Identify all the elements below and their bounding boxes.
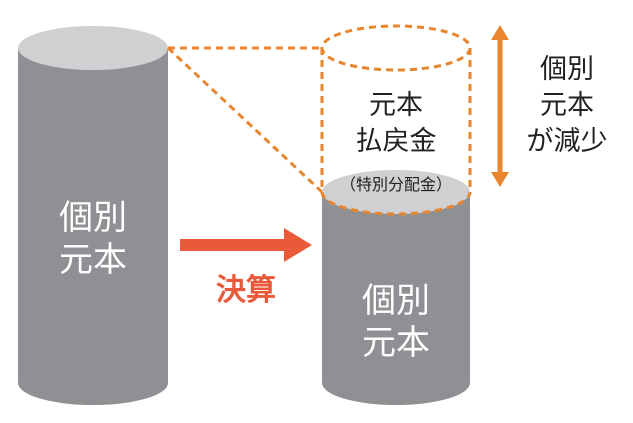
refund-label-line2: 払戻金: [356, 126, 437, 157]
refund-label-line1: 元本: [369, 90, 423, 121]
right-cylinder-label-line2: 元本: [362, 323, 430, 363]
left-cylinder-label-line1: 個別: [59, 198, 127, 238]
left-cylinder-top: [18, 26, 168, 70]
right-cylinder-top: [322, 170, 470, 214]
guide-lines: [166, 46, 324, 194]
decrease-note-line2: 元本: [540, 90, 594, 121]
double-vertical-arrow-icon: [491, 25, 509, 187]
right-cylinder: 個別 元本: [322, 170, 470, 405]
decrease-arrow-head-down: [491, 172, 509, 187]
arrow-head: [284, 228, 312, 262]
left-cylinder-body: [18, 48, 168, 405]
left-cylinder-label-line2: 元本: [59, 240, 127, 280]
ghost-cylinder-bottom-arc: [320, 191, 472, 216]
decrease-note-line1: 個別: [540, 54, 594, 85]
right-arrow-icon: [180, 228, 312, 262]
decrease-note-line3: が減少: [527, 126, 608, 157]
decrease-indicator: 個別 元本 が減少: [491, 25, 608, 187]
decrease-arrow-head-up: [491, 25, 509, 40]
right-cylinder-label-line1: 個別: [362, 281, 430, 321]
ghost-cylinder-top: [320, 24, 472, 72]
guide-line-diagonal: [166, 46, 324, 194]
settlement-transition: 決算: [180, 228, 312, 308]
refund-label-note: （特別分配金）: [340, 175, 452, 194]
refund-ghost-cylinder: 元本 払戻金 （特別分配金）: [320, 24, 472, 216]
settlement-label: 決算: [216, 273, 276, 308]
arrow-shaft: [180, 239, 288, 251]
left-cylinder: 個別 元本: [18, 26, 168, 405]
right-cylinder-body: [322, 192, 470, 405]
